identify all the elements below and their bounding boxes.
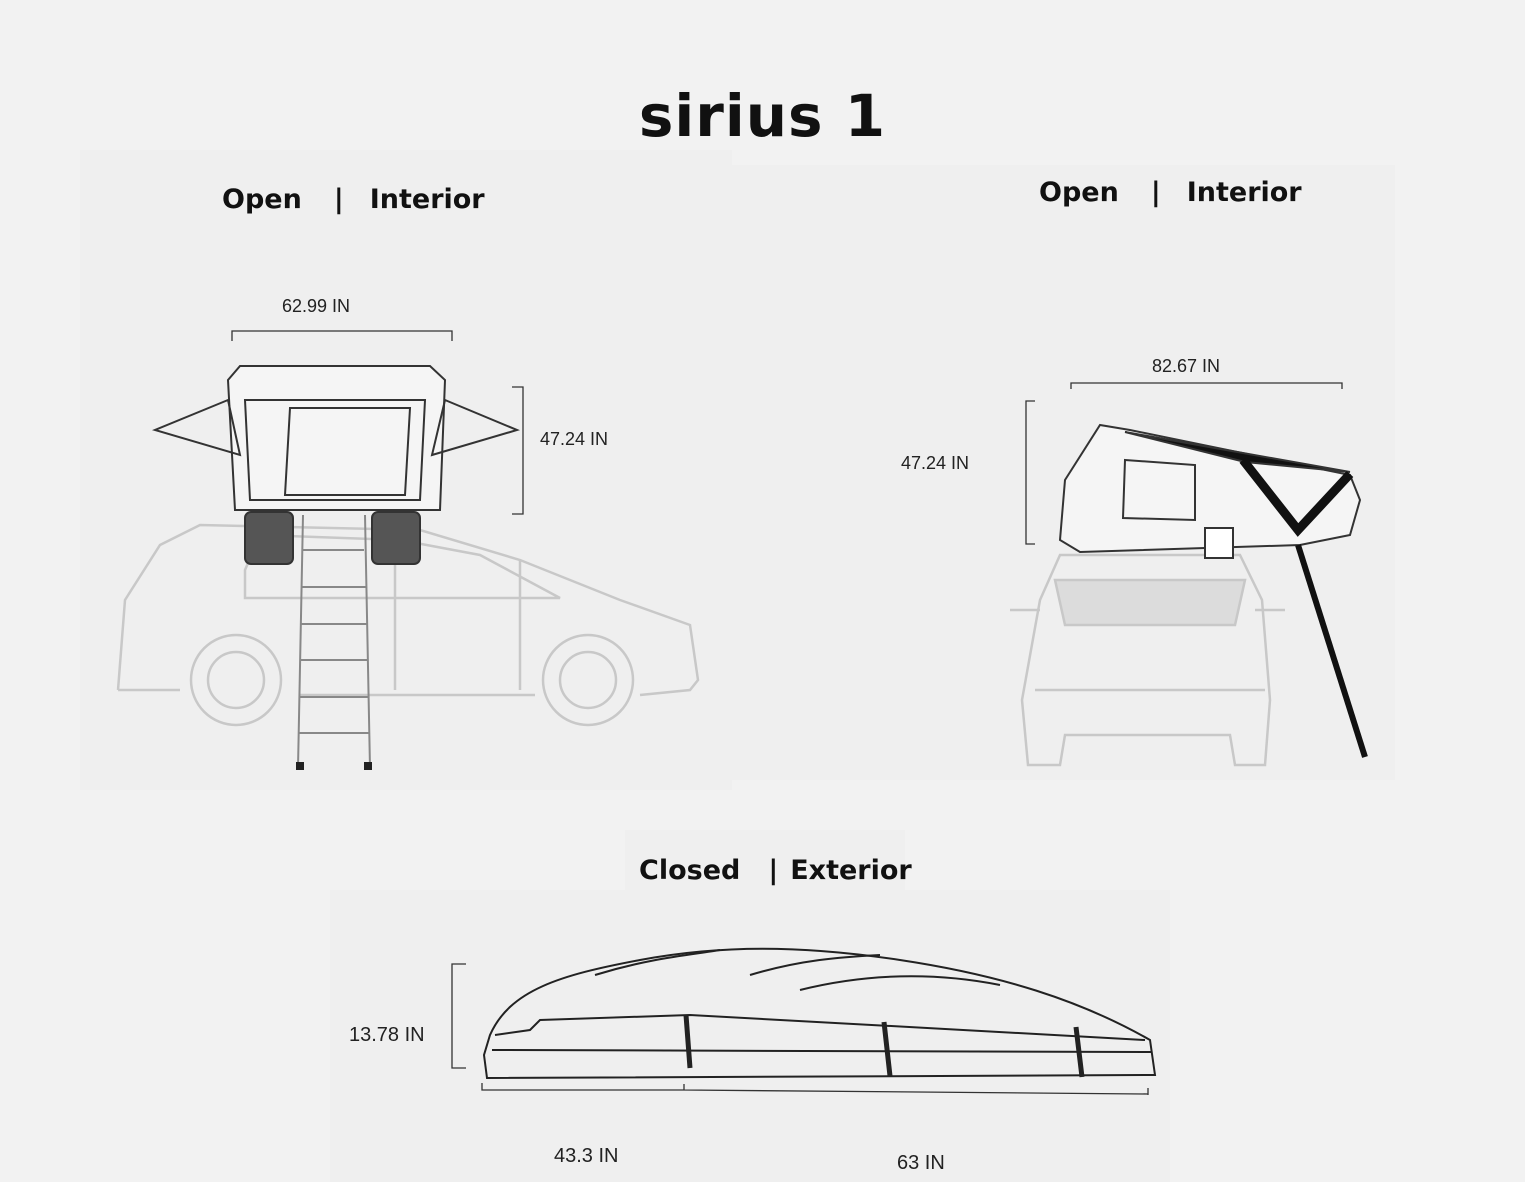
view-side: Interior (1186, 177, 1302, 208)
tent-closed-drawing (482, 947, 1157, 1080)
view-state: Open (1039, 177, 1119, 208)
height-dimension-label: 13.78 IN (349, 1024, 425, 1046)
view-header-rear: Open | Interior (1039, 177, 1302, 208)
width-dimension-label-a: 43.3 IN (554, 1145, 619, 1167)
dimension-lines-right (1025, 382, 1343, 545)
closed-view-panel (330, 890, 1170, 1182)
view-header-side: Open | Interior (222, 184, 485, 215)
tent-open-side-drawing (151, 365, 520, 770)
height-dimension-label: 47.24 IN (540, 429, 609, 449)
view-side: Exterior (790, 855, 912, 886)
view-state: Closed (639, 855, 741, 886)
separator: | (768, 855, 779, 886)
view-state: Open (222, 184, 302, 215)
view-side: Interior (369, 184, 485, 215)
height-dimension-label: 47.24 IN (901, 453, 970, 473)
car-side-drawing (116, 523, 700, 727)
separator: | (333, 184, 344, 215)
dimension-lines-left (231, 330, 524, 515)
dimension-lines-closed (451, 963, 1149, 1095)
tent-open-rear-drawing (1058, 423, 1368, 758)
view-header-closed: Closed | Exterior (639, 855, 912, 886)
separator: | (1150, 177, 1161, 208)
width-dimension-label: 62.99 IN (282, 296, 351, 316)
page-title: sirius 1 (638, 82, 887, 150)
closed-view-header-panel (625, 830, 905, 890)
car-rear-drawing (1010, 553, 1285, 767)
width-dimension-label-b: 63 IN (897, 1152, 945, 1174)
width-dimension-label: 82.67 IN (1152, 356, 1221, 376)
